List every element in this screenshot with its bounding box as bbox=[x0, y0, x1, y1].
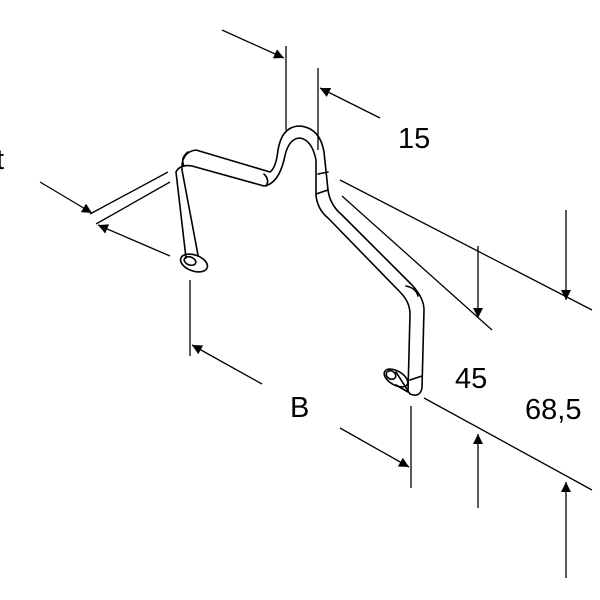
dim-arrow bbox=[339, 427, 410, 468]
ext-line bbox=[339, 179, 593, 311]
wire-joint bbox=[317, 171, 329, 175]
ext-line bbox=[89, 171, 169, 215]
wire-joint bbox=[405, 285, 419, 297]
dim-arrow bbox=[319, 87, 381, 119]
right-hook-cap bbox=[385, 369, 397, 381]
wire-outline-outer bbox=[181, 125, 425, 396]
wire-outline-inner bbox=[175, 137, 411, 393]
dim-label-inner-height: 45 bbox=[455, 363, 488, 395]
dim-arrow bbox=[39, 181, 93, 214]
dim-45 bbox=[341, 195, 593, 508]
wire-joint bbox=[315, 189, 329, 195]
dim-b bbox=[189, 280, 412, 488]
dim-t bbox=[39, 171, 171, 257]
dim-15 bbox=[221, 29, 381, 150]
left-hook-cap bbox=[183, 255, 197, 267]
dim-arrow bbox=[221, 29, 285, 59]
right-hook-end bbox=[383, 368, 409, 388]
wire-joint bbox=[409, 375, 423, 381]
dim-arrow bbox=[97, 224, 171, 257]
wire-joint bbox=[263, 173, 269, 187]
dim-label-outer-height: 68,5 bbox=[525, 394, 582, 426]
ext-line bbox=[95, 181, 171, 225]
dim-arrow bbox=[191, 344, 263, 385]
ext-line bbox=[423, 397, 593, 491]
dim-685 bbox=[339, 179, 593, 578]
left-hook-end bbox=[179, 253, 209, 273]
dim-label-gap-width: 15 bbox=[398, 123, 431, 155]
wire-clip bbox=[175, 125, 425, 396]
dim-label-width: B bbox=[290, 392, 310, 424]
dim-label-thickness: t bbox=[0, 144, 5, 176]
wire-joint bbox=[181, 151, 189, 167]
ext-line bbox=[341, 195, 493, 331]
